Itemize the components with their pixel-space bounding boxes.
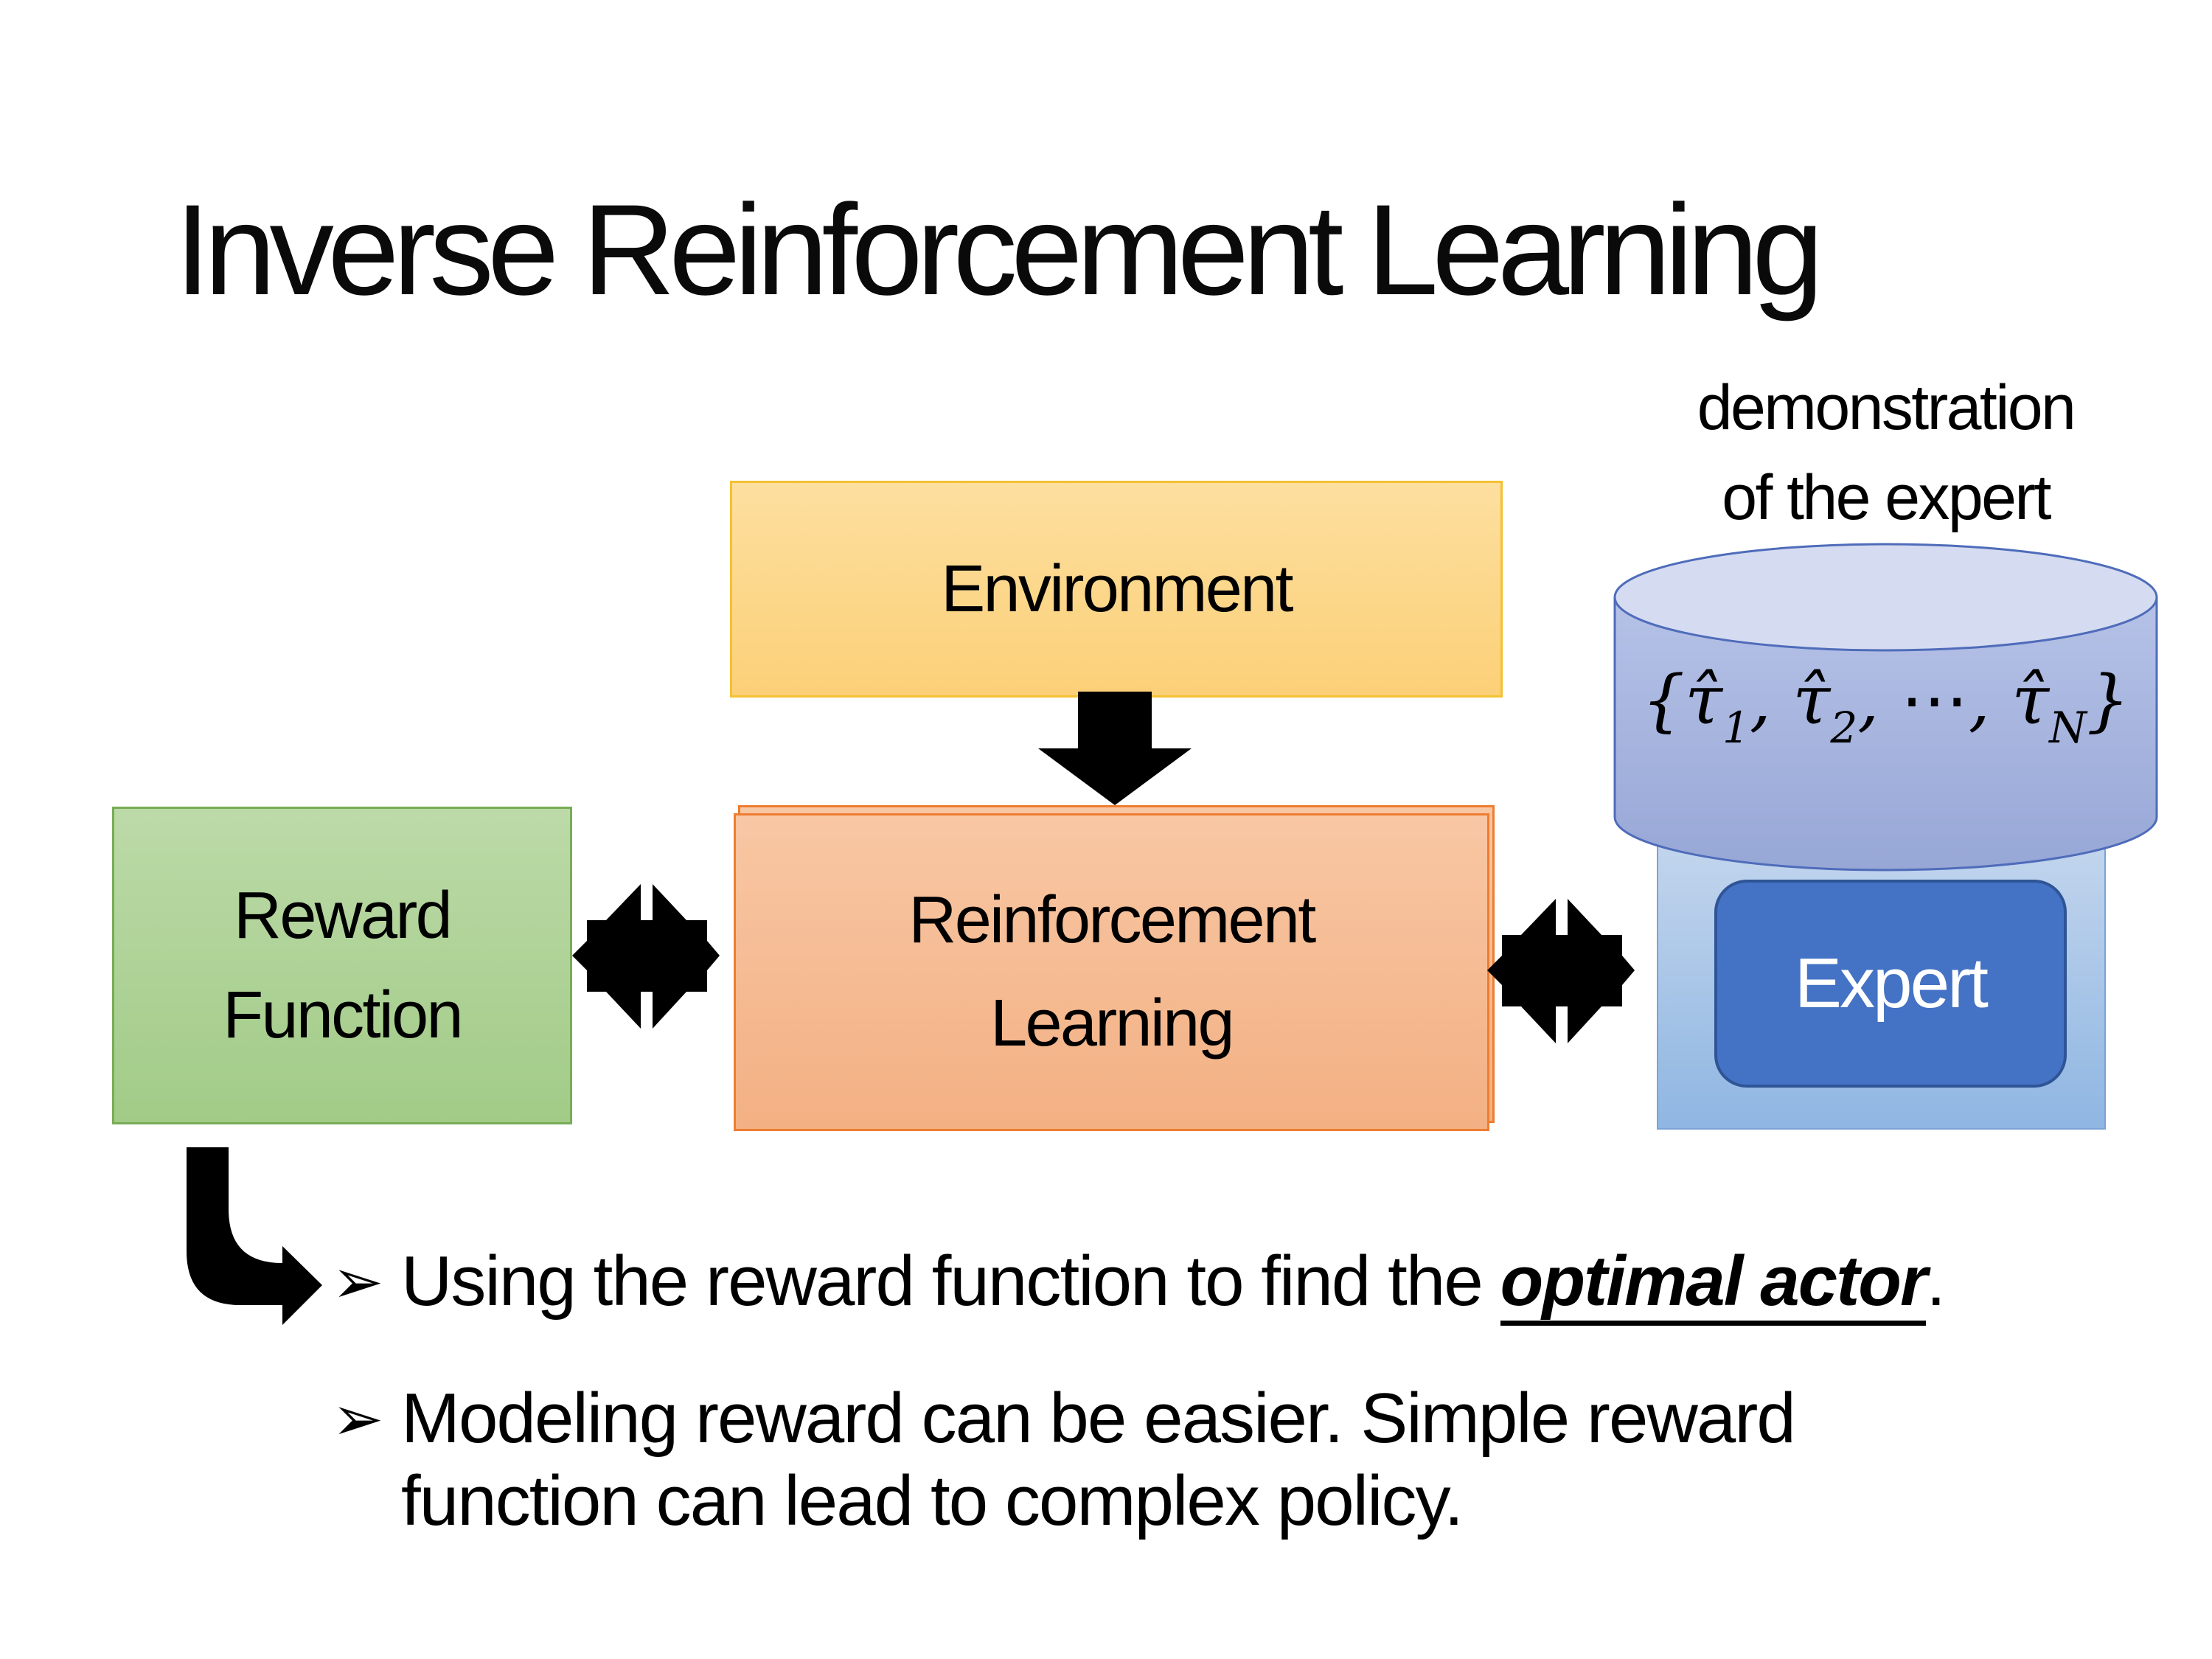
environment-label: Environment [941,552,1293,626]
formula-cdots: ⋯ [1900,661,1969,740]
bullet-arrow-icon: ➢ [332,1382,384,1455]
environment-box: Environment [730,481,1503,698]
formula-comma-3: , [1968,661,2012,740]
cylinder-top-ellipse [1613,543,2158,652]
demonstration-database-cylinder [1613,543,2158,872]
tau-sub-1: 1 [1722,703,1750,753]
reward-function-label-line1: Reward [234,878,453,953]
reinforcement-learning-label-line1: Reinforcement [908,883,1316,957]
bullet-2-line2: function can lead to complex policy. [401,1461,1464,1540]
bullet-1-suffix: . [1926,1242,1946,1321]
bullet-1-text: Using the reward function to find the op… [401,1240,1946,1326]
demonstration-label: demonstration of the expert [1641,363,2131,543]
bullet-2-text: Modeling reward can be easier. Simple re… [401,1377,1796,1543]
formula-open-brace: { [1641,661,1686,740]
formula-comma-2: , [1857,661,1901,740]
reward-rl-double-arrow [572,884,720,1029]
reward-elbow-arrow [187,1147,322,1325]
tau-sub-2: 2 [1830,703,1858,753]
tau-hat-2: τ̂ [1792,661,1831,740]
environment-to-rl-arrow [1038,692,1192,805]
tau-hat-1: τ̂ [1685,661,1723,740]
bullet-2-line1: Modeling reward can be easier. Simple re… [401,1379,1796,1458]
bullet-item-2: ➢ Modeling reward can be easier. Simple … [332,1377,1796,1543]
formula-close-brace: } [2086,661,2130,740]
reinforcement-learning-box: Reinforcement Learning [734,813,1489,1131]
formula-comma-1: , [1749,661,1793,740]
bullet-item-1: ➢ Using the reward function to find the … [332,1240,1946,1326]
rl-expert-double-arrow [1487,899,1635,1043]
demonstration-label-line1: demonstration [1697,372,2076,443]
trajectory-set-formula: {τ̂1, τ̂2, ⋯, τ̂N} [1618,658,2153,755]
tau-sub-n: N [2049,703,2087,753]
expert-box: Expert [1714,880,2067,1088]
demonstration-label-line2: of the expert [1722,462,2051,534]
reinforcement-learning-label-line2: Learning [990,986,1234,1060]
bullet-1-emphasis: optimal actor [1500,1242,1927,1326]
expert-label: Expert [1794,944,1989,1023]
slide-title: Inverse Reinforcement Learning [175,178,1823,322]
bullet-arrow-icon: ➢ [332,1245,384,1318]
bullet-1-lead: Using the reward function to find the [401,1242,1500,1321]
tau-hat-n: τ̂ [2011,661,2050,740]
reward-function-box: Reward Function [112,807,572,1124]
reward-function-label-line2: Function [223,978,463,1052]
